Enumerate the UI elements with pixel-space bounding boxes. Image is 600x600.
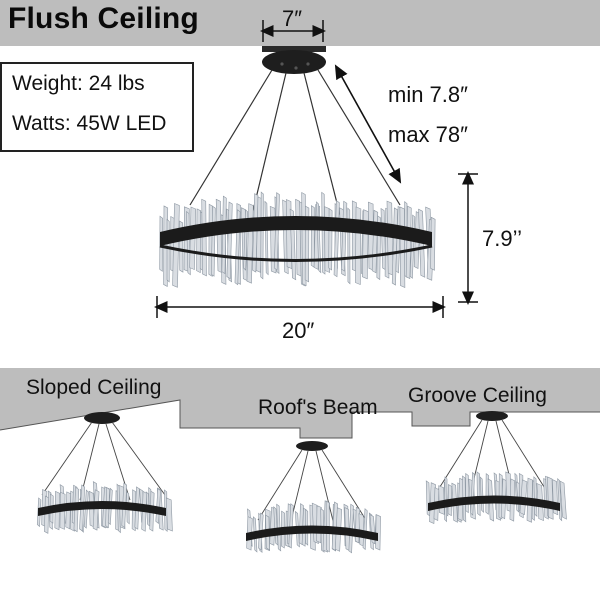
crystal-shard bbox=[399, 206, 406, 289]
main-crystal-ring bbox=[159, 191, 436, 289]
roof-beam-chandelier bbox=[246, 441, 381, 554]
ring-height-label: 7.9’’ bbox=[482, 226, 522, 251]
crystal-shard bbox=[246, 203, 254, 284]
roof-beam-label: Roof's Beam bbox=[258, 396, 378, 419]
max-height-label: max 78″ bbox=[388, 122, 468, 147]
crystal-shard bbox=[166, 218, 170, 283]
min-height-label: min 7.8″ bbox=[388, 82, 468, 107]
crystal-shard bbox=[465, 472, 469, 514]
sloped-ceiling-chandelier bbox=[36, 412, 173, 534]
crystal-shard bbox=[355, 206, 362, 286]
groove-ceiling-chandelier bbox=[425, 411, 567, 524]
ring-diameter-dimension bbox=[154, 296, 446, 318]
crystal-shard bbox=[172, 203, 180, 288]
ceiling-profile bbox=[0, 368, 600, 438]
crystal-shard bbox=[375, 514, 381, 551]
hanging-length-arrow bbox=[334, 64, 402, 184]
crystal-shard bbox=[405, 205, 412, 280]
suspension-cables bbox=[189, 69, 401, 216]
main-canopy bbox=[262, 46, 326, 74]
weight-spec: Weight: 24 lbs bbox=[12, 72, 145, 95]
crystal-shard bbox=[260, 191, 264, 280]
crystal-shard bbox=[430, 216, 436, 271]
crystal-shard bbox=[321, 191, 326, 275]
crystal-shard bbox=[92, 489, 100, 531]
crystal-shard bbox=[165, 497, 173, 532]
crystal-shard bbox=[264, 200, 269, 276]
crystal-shard bbox=[44, 495, 50, 534]
crystal-shard bbox=[386, 200, 394, 276]
crystal-shard bbox=[221, 195, 227, 275]
crystal-shard bbox=[559, 480, 567, 520]
crystal-shard bbox=[201, 198, 207, 277]
crystal-shard bbox=[273, 192, 280, 271]
spec-box: Weight: 24 lbs Watts: 45W LED bbox=[0, 62, 194, 152]
flush-ceiling-band bbox=[0, 0, 600, 46]
crystal-shard bbox=[310, 205, 315, 268]
ring-diameter-label: 20″ bbox=[282, 318, 315, 343]
canopy-width-label: 7″ bbox=[282, 6, 303, 31]
groove-ceiling-label: Groove Ceiling bbox=[408, 384, 547, 407]
ring-height-dimension bbox=[458, 171, 478, 305]
crystal-shard bbox=[444, 476, 448, 523]
watts-spec: Watts: 45W LED bbox=[12, 112, 167, 135]
canopy-width-dimension bbox=[260, 20, 326, 42]
crystal-shard bbox=[252, 193, 259, 273]
crystal-shard bbox=[476, 471, 481, 517]
crystal-shard bbox=[479, 476, 484, 513]
page-title: Flush Ceiling bbox=[8, 2, 199, 35]
sloped-ceiling-label: Sloped Ceiling bbox=[26, 376, 162, 399]
